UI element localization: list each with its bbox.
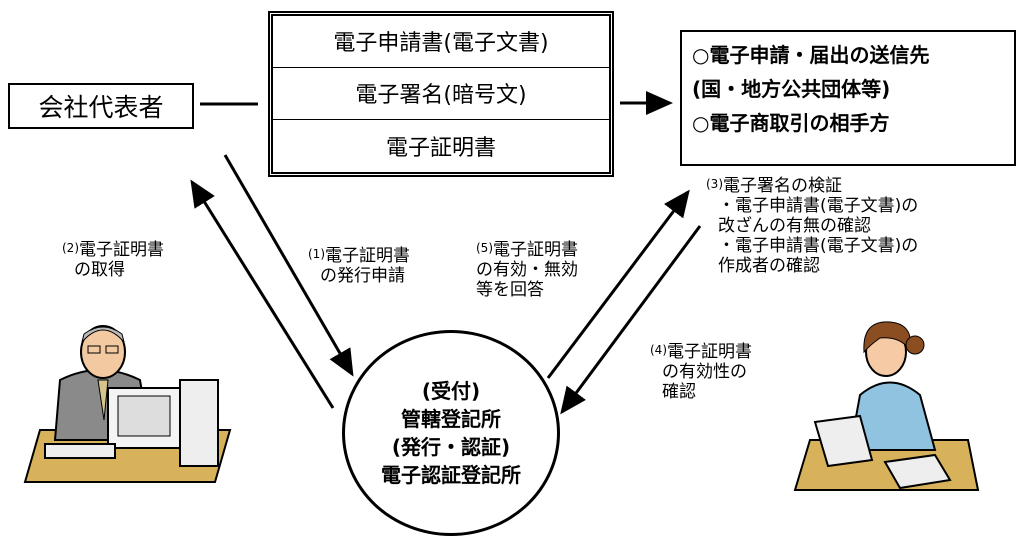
registry-line: (発行・認証) — [391, 435, 511, 459]
step-3-label: (3)電子署名の検証 ・電子申請書(電子文書)の 改ざんの有無の確認 ・電子申請… — [706, 174, 918, 276]
stack-row-certificate: 電子証明書 — [385, 135, 496, 161]
step-text: の有効・無効 — [476, 260, 578, 280]
step-number: (4) — [650, 343, 667, 357]
step-1-label: (1)電子証明書 の発行申請 — [308, 244, 410, 286]
step-text: ・電子申請書(電子文書)の — [718, 196, 919, 216]
step-number: (2) — [62, 241, 79, 255]
verifier-illustration — [793, 321, 980, 491]
registry-line: (受付) — [421, 379, 481, 403]
step-text: 電子証明書 — [325, 246, 410, 266]
step-number: (5) — [476, 241, 493, 255]
destination-line-3: ○電子商取引の相手方 — [692, 111, 890, 135]
arrow-step-2 — [190, 179, 335, 409]
step-text: の取得 — [74, 260, 125, 280]
step-4-label: (4)電子証明書 の有効性の 確認 — [650, 340, 752, 402]
arrow-step-5 — [546, 189, 690, 379]
step-text: 等を回答 — [476, 280, 544, 300]
company-label: 会社代表者 — [38, 93, 164, 122]
destination-line-1: ○電子申請・届出の送信先 — [692, 43, 930, 67]
arrow-step-1 — [223, 154, 354, 377]
step-number: (3) — [706, 177, 723, 191]
company-representative-illustration — [23, 325, 232, 483]
arrow-step-4 — [560, 225, 702, 415]
step-text: ・電子申請書(電子文書)の — [718, 236, 919, 256]
company-representative-box: 会社代表者 — [8, 83, 194, 129]
step-text: 電子証明書 — [79, 240, 164, 260]
step-text: 確認 — [662, 382, 696, 402]
destination-line-2: (国・地方公共団体等) — [692, 77, 891, 101]
stack-row-application: 電子申請書(電子文書) — [273, 16, 609, 68]
step-text: 電子署名の検証 — [723, 176, 842, 196]
document-stack: 電子申請書(電子文書) 電子署名(暗号文) 電子証明書 — [268, 11, 614, 177]
step-text: 電子証明書 — [667, 342, 752, 362]
registry-office-circle: (受付) 管轄登記所 (発行・認証) 電子認証登記所 — [342, 330, 560, 536]
step-text: の有効性の — [662, 362, 747, 382]
step-text: 改ざんの有無の確認 — [718, 216, 871, 236]
stack-row-signature: 電子署名(暗号文) — [273, 68, 609, 120]
step-2-label: (2)電子証明書 の取得 — [62, 238, 164, 280]
step-text: 電子証明書 — [493, 240, 578, 260]
step-5-label: (5)電子証明書 の有効・無効 等を回答 — [476, 238, 578, 300]
destination-box: ○電子申請・届出の送信先 (国・地方公共団体等) ○電子商取引の相手方 — [680, 30, 1016, 166]
registry-line: 電子認証登記所 — [381, 463, 521, 487]
registry-line: 管轄登記所 — [401, 407, 501, 431]
step-text: の発行申請 — [320, 266, 405, 286]
step-text: 作成者の確認 — [718, 256, 820, 276]
step-number: (1) — [308, 247, 325, 261]
